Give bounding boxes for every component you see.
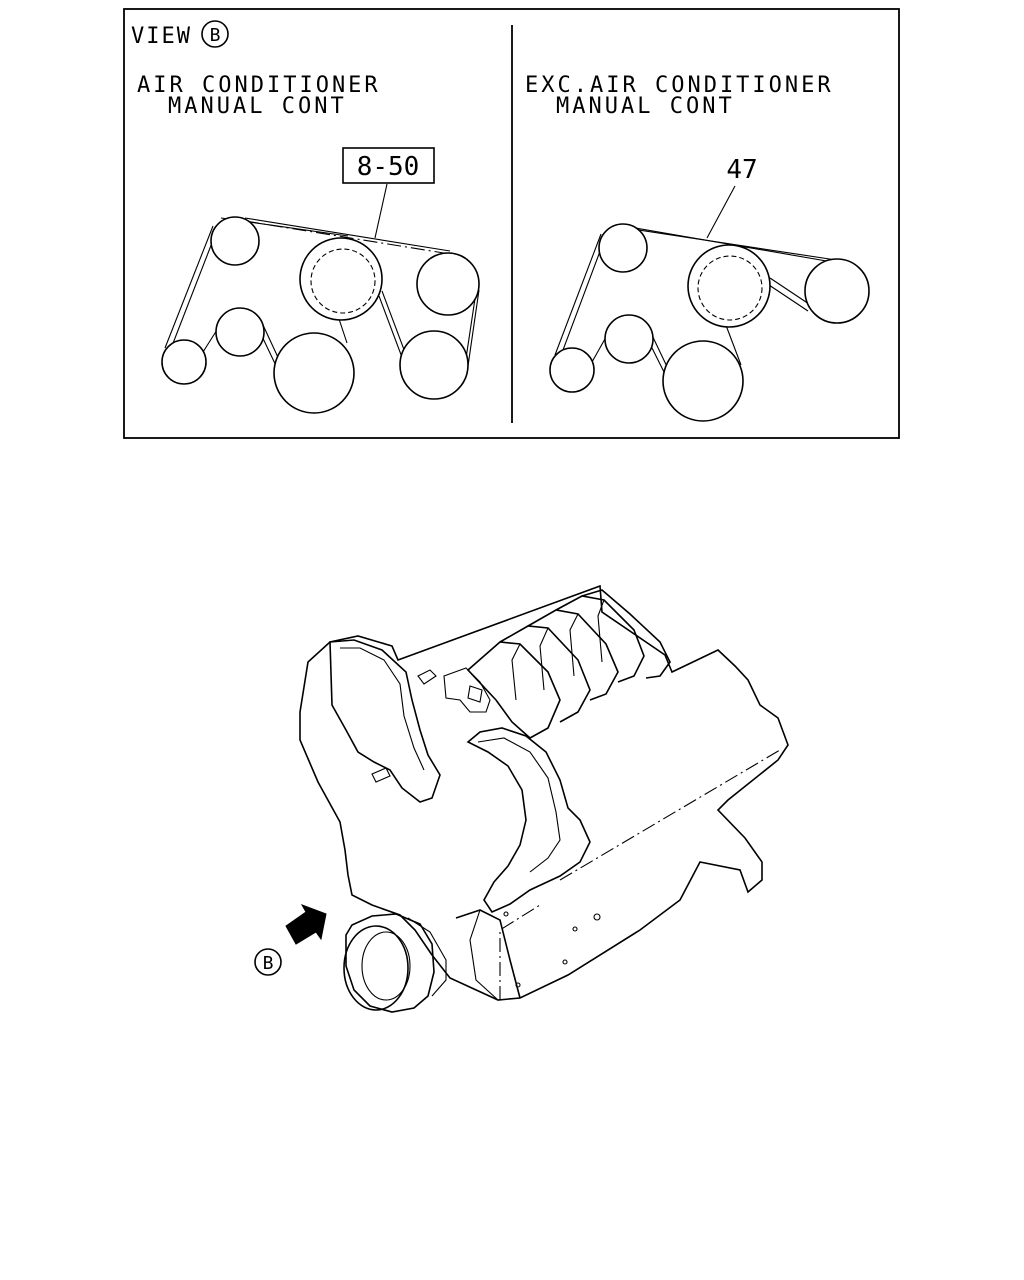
- block-centerline-3: [499, 904, 541, 1000]
- sensor-stub-2: [371, 767, 391, 783]
- right-pulley-right: [804, 258, 870, 324]
- part-ref-box: [342, 147, 435, 184]
- right-pulley-top-center-inner: [697, 255, 763, 321]
- left-pulley-bottom-left: [161, 339, 207, 385]
- right-pulley-mid-left: [604, 314, 654, 364]
- block-centerline-1: [397, 585, 601, 661]
- right-pulley-top-center: [687, 244, 771, 328]
- timing-cover-left-inner: [340, 647, 425, 771]
- left-panel-title-line1: AIR CONDITIONER: [137, 73, 381, 98]
- lower-block-edge: [469, 909, 499, 1001]
- block-centerline-2: [559, 749, 781, 881]
- view-direction-arrow: [285, 904, 327, 945]
- crankshaft-pulley: [343, 913, 447, 1013]
- right-panel: EXC.AIR CONDITIONER MANUAL CONT 47: [525, 73, 870, 422]
- view-marker-circle: [201, 20, 229, 48]
- left-pulley-bottom-right: [399, 330, 469, 400]
- engine-view-marker-letter: B: [263, 953, 274, 974]
- right-pulley-bottom-center: [662, 340, 744, 422]
- left-pulley-mid-left: [215, 307, 265, 357]
- right-part-ref: 47: [726, 155, 757, 185]
- left-part-ref: 8-50: [357, 152, 420, 182]
- bolt-hole-5: [503, 911, 509, 917]
- right-panel-title-line2: MANUAL CONT: [556, 94, 735, 119]
- left-panel: AIR CONDITIONER MANUAL CONT 8-50: [137, 73, 480, 414]
- right-pulley-top-left: [598, 223, 648, 273]
- left-pulley-top-left: [210, 216, 260, 266]
- lower-block: [455, 909, 521, 999]
- right-pulley-bottom-left: [549, 347, 595, 393]
- engine-illustration: B: [254, 584, 789, 1013]
- left-pulley-bottom-center: [273, 332, 355, 414]
- left-pulley-top-center: [299, 237, 383, 321]
- left-pulley-top-center-inner: [310, 248, 376, 314]
- bracket-slot: [467, 685, 483, 703]
- bolt-hole-3: [562, 959, 568, 965]
- right-panel-title-line1: EXC.AIR CONDITIONER: [525, 73, 834, 98]
- intake-manifold: [466, 589, 671, 739]
- timing-cover-left: [329, 639, 441, 803]
- engine-view-marker-circle: [254, 948, 282, 976]
- left-leader-line: [374, 183, 388, 239]
- left-pulley-top-right: [416, 252, 480, 316]
- view-label: VIEW: [131, 24, 192, 49]
- right-leader-line: [706, 185, 736, 239]
- view-marker-letter: B: [210, 25, 221, 46]
- bolt-hole-4: [515, 982, 521, 988]
- timing-cover-right-inner: [477, 737, 561, 873]
- timing-cover-right: [466, 727, 591, 914]
- bolt-hole-1: [593, 913, 601, 921]
- left-panel-title-line2: MANUAL CONT: [168, 94, 347, 119]
- view-frame: [123, 8, 900, 439]
- sensor-stub: [417, 669, 437, 685]
- bolt-hole-2: [572, 926, 578, 932]
- mounting-bracket: [443, 667, 491, 713]
- view-b-box: VIEW B: [123, 8, 900, 439]
